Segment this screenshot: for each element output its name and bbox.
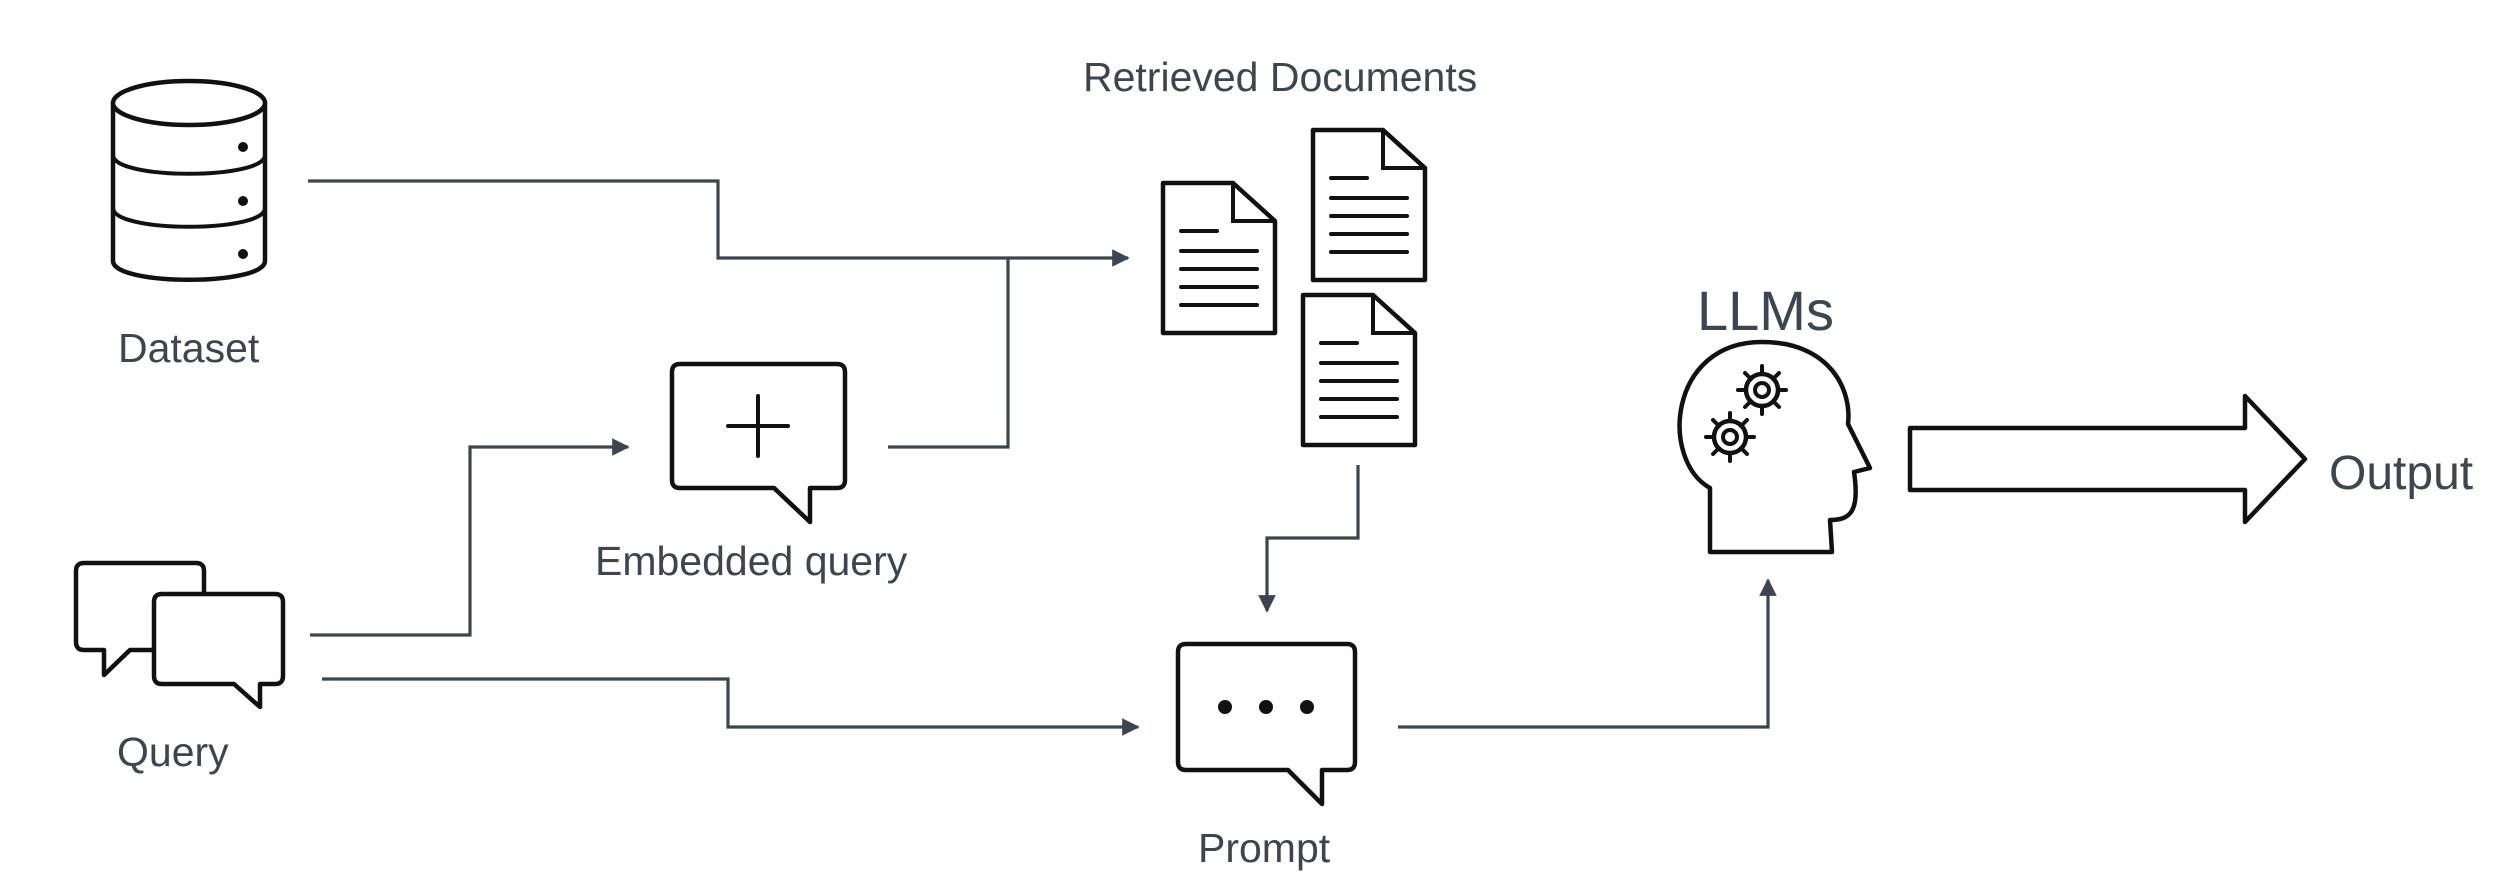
node-label-retrieved-documents: Retrieved Documents xyxy=(1083,54,1478,100)
node-label-dataset: Dataset xyxy=(118,325,260,371)
connectors xyxy=(308,179,1777,736)
plus-speech-bubble-icon xyxy=(669,361,848,525)
connector-documents-to-prompt xyxy=(1258,465,1360,613)
connector-prompt-to-llms xyxy=(1398,578,1777,729)
documents-icon xyxy=(1160,127,1428,448)
connector-query-to-prompt xyxy=(322,677,1140,736)
head-gears-icon xyxy=(1677,339,1873,555)
database-icon xyxy=(110,78,268,282)
connector-dataset-to-documents xyxy=(308,179,1130,267)
node-label-output: Output xyxy=(2329,447,2474,500)
node-label-prompt: Prompt xyxy=(1198,825,1331,871)
chat-bubbles-icon xyxy=(73,560,286,710)
node-label-query: Query xyxy=(117,729,229,775)
ellipsis-speech-bubble-icon xyxy=(1175,641,1358,807)
block-arrow-icon xyxy=(1907,393,2308,525)
connector-query-to-embedded-query xyxy=(310,438,630,637)
connector-embedded-query-to-documents xyxy=(888,258,1010,449)
node-label-embedded-query: Embedded query xyxy=(595,538,908,584)
node-label-llms: LLMs xyxy=(1697,279,1834,342)
